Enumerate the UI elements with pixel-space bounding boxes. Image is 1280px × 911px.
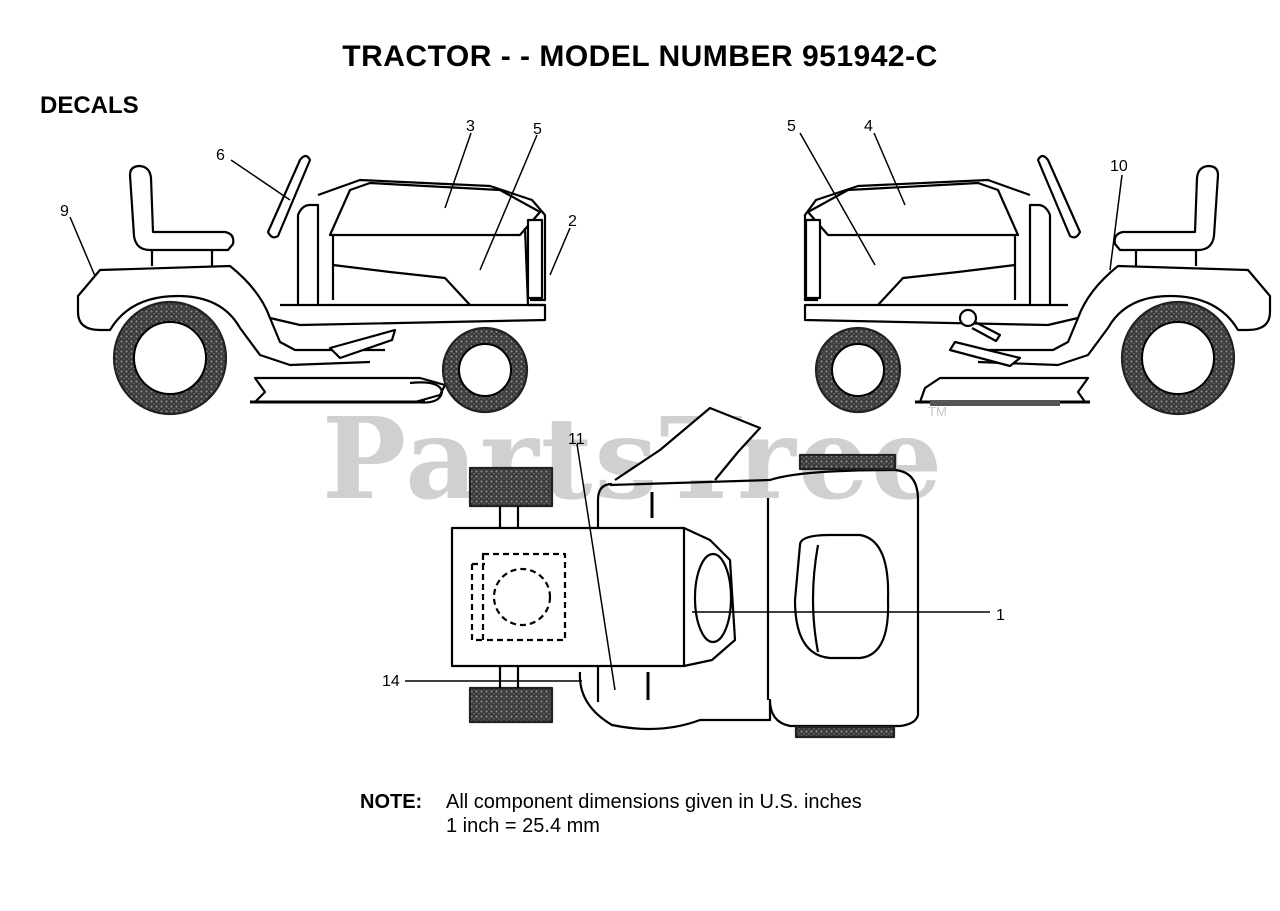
rear-left-tire — [468, 466, 554, 508]
mower-deck — [918, 376, 1090, 404]
callout-11: 11 — [568, 431, 585, 448]
callout-5: 5 — [533, 121, 542, 138]
left-view-callouts: 9 6 3 5 2 — [60, 118, 577, 230]
note-line-2: 1 inch = 25.4 mm — [446, 815, 600, 837]
rear-right-tire — [468, 686, 554, 724]
section-heading: DECALS — [40, 92, 139, 119]
right-side-view — [799, 132, 1272, 416]
front-right-tire — [794, 725, 896, 739]
hood-oval — [793, 533, 890, 660]
mower-deck — [253, 376, 447, 404]
diagram-title: TRACTOR - - MODEL NUMBER 951942-C — [342, 40, 938, 73]
steering-column — [1028, 203, 1052, 305]
steering-column — [296, 203, 320, 305]
chassis — [269, 303, 547, 327]
callout-4: 4 — [864, 118, 873, 135]
rear-fender — [963, 264, 1272, 352]
dash — [317, 178, 547, 302]
steering-wheel — [1036, 154, 1082, 239]
top-view — [405, 406, 990, 739]
hood-top — [806, 181, 1020, 237]
footrest — [948, 340, 1022, 368]
note-block: NOTE: All component dimensions given in U… — [360, 790, 862, 838]
dash — [803, 178, 1031, 302]
callout-5-right: 5 — [787, 118, 796, 135]
chassis — [803, 303, 1079, 327]
rear-fender — [76, 264, 385, 352]
top-view-callouts: 11 1 14 — [382, 431, 1005, 690]
seat — [1113, 164, 1220, 252]
note-line-1: All component dimensions given in U.S. i… — [446, 791, 862, 813]
steering-wheel — [266, 154, 312, 239]
seat-top — [614, 406, 762, 481]
footrest — [328, 328, 397, 360]
right-view-callouts: 5 4 10 — [787, 118, 1128, 175]
front-left-tire — [798, 453, 897, 471]
left-side-view — [69, 132, 571, 416]
seat — [128, 164, 235, 252]
callout-6: 6 — [216, 147, 225, 164]
callout-3: 3 — [466, 118, 475, 135]
callout-1: 1 — [996, 607, 1005, 624]
fender-top — [578, 468, 920, 731]
callout-14: 14 — [382, 673, 400, 690]
rear-deck — [450, 526, 686, 668]
callout-9: 9 — [60, 203, 69, 220]
hood-top — [328, 181, 542, 237]
callout-2: 2 — [568, 213, 577, 230]
callout-10: 10 — [1110, 158, 1128, 175]
note-label: NOTE: — [360, 791, 423, 813]
watermark-tm: TM — [928, 404, 947, 419]
